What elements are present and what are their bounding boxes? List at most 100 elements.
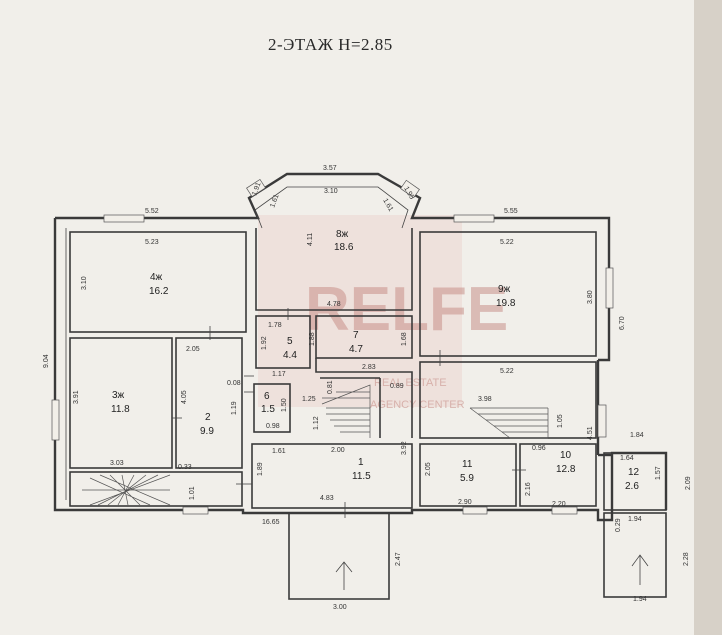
dim-label: 1.84 xyxy=(630,432,644,439)
dim-label: 1.78 xyxy=(268,322,282,329)
room-number: 10 xyxy=(560,450,572,461)
dim-label: 2.00 xyxy=(331,447,345,454)
stairs xyxy=(82,384,549,506)
room-labels: 4ж 16.2 8ж 18.6 9ж 19.8 5 4.4 7 4.7 3ж 1… xyxy=(111,229,640,492)
room-area: 5.9 xyxy=(460,473,474,484)
dimension-labels: 3.57 3.10 5.52 5.23 5.55 5.22 4.78 1.78 … xyxy=(110,165,647,611)
dim-label: 6.70 xyxy=(619,316,626,330)
paper xyxy=(0,0,705,635)
dim-label: 1.61 xyxy=(269,193,280,208)
room-number: 6 xyxy=(264,391,270,402)
dim-label: 1.64 xyxy=(620,455,634,462)
dim-label: 3.92 xyxy=(401,441,408,455)
dim-label: 0.81 xyxy=(327,380,334,394)
room-number: 11 xyxy=(462,459,473,470)
dim-label: 3.57 xyxy=(323,165,337,172)
room-area: 11.5 xyxy=(352,471,371,482)
room-number: 3ж xyxy=(112,390,125,401)
dim-label: 5.22 xyxy=(500,239,514,246)
dim-label: 1.50 xyxy=(281,398,288,412)
dim-label: 3.03 xyxy=(110,460,124,467)
dim-label: 1.57 xyxy=(655,466,662,480)
dim-label: 1.61 xyxy=(272,448,286,455)
dim-label: 5.23 xyxy=(145,239,159,246)
dim-label: 2.16 xyxy=(525,482,532,496)
dim-label: 1.12 xyxy=(313,416,320,430)
room-area: 4.4 xyxy=(283,350,297,361)
dim-label: 16.65 xyxy=(262,519,280,526)
dim-label: 4.11 xyxy=(307,233,314,246)
room-area: 1.5 xyxy=(261,404,275,415)
room-number: 5 xyxy=(287,336,293,347)
room-area: 16.2 xyxy=(149,286,169,297)
dim-label: 2.05 xyxy=(186,346,200,353)
room-number: 8ж xyxy=(336,229,349,240)
dim-label: 3.80 xyxy=(587,290,594,304)
porch xyxy=(288,512,390,600)
dim-label: 3.98 xyxy=(478,396,492,403)
dim-label: 5.52 xyxy=(145,208,159,215)
room-number: 7 xyxy=(353,330,359,341)
watermark: RELFE REAL ESTATE AGENCY CENTER xyxy=(258,215,508,411)
room-area: 12.8 xyxy=(556,464,576,475)
watermark-sub1: REAL ESTATE xyxy=(374,377,447,389)
dim-label: 0.96 xyxy=(532,445,546,452)
dim-label: 1.05 xyxy=(557,414,564,428)
dim-label: 1.94 xyxy=(633,596,647,603)
interior-walls xyxy=(69,228,667,511)
dim-label: 2.05 xyxy=(425,462,432,476)
room-number: 4ж xyxy=(150,272,163,283)
dim-label: 4.51 xyxy=(587,426,594,440)
room-area: 2.6 xyxy=(625,481,639,492)
dim-label: 0.98 xyxy=(266,423,280,430)
dim-label: 3.10 xyxy=(324,188,338,195)
dim-label: 2.20 xyxy=(552,501,566,508)
room-area: 11.8 xyxy=(111,404,130,415)
dim-label: 1.25 xyxy=(302,396,316,403)
annex xyxy=(603,512,667,598)
dim-label: 3.91 xyxy=(73,390,80,404)
room-area: 18.6 xyxy=(334,242,354,253)
dim-label: 2.09 xyxy=(685,476,692,490)
dim-label: 1.94 xyxy=(628,516,642,523)
room-number: 9ж xyxy=(498,284,511,295)
dim-label: 3.10 xyxy=(81,276,88,290)
dim-label: 1.01 xyxy=(189,486,196,500)
dim-label: 4.05 xyxy=(181,390,188,404)
dim-label: 1.88 xyxy=(309,332,316,346)
room-area: 9.9 xyxy=(200,426,214,437)
dim-label: 9.04 xyxy=(43,354,50,368)
dim-label: 1.92 xyxy=(261,336,268,350)
room-number: 2 xyxy=(205,412,211,423)
dim-label: 0.33 xyxy=(178,464,192,471)
room-number: 1 xyxy=(358,457,364,468)
dim-label: 5.22 xyxy=(500,368,514,375)
dim-label: 4.78 xyxy=(327,301,341,308)
windows xyxy=(51,178,614,515)
dim-label: 0.29 xyxy=(615,518,622,532)
dim-label: 5.55 xyxy=(504,208,518,215)
dim-label: 0.08 xyxy=(227,380,241,387)
dim-label: 2.83 xyxy=(362,364,376,371)
dim-label: 1.19 xyxy=(231,401,238,415)
dim-label: 0.89 xyxy=(390,383,404,390)
room-area: 19.8 xyxy=(496,298,516,309)
dim-label: 2.47 xyxy=(395,552,402,566)
room-number: 12 xyxy=(628,467,640,478)
annex-arrow-icon xyxy=(631,554,649,585)
dim-label: 2.90 xyxy=(458,499,472,506)
paper-shadow xyxy=(694,0,722,635)
dim-label: 3.00 xyxy=(333,604,347,611)
dim-label: 1.91 xyxy=(251,181,262,196)
dim-label: 4.83 xyxy=(320,495,334,502)
room-area: 4.7 xyxy=(349,344,363,355)
page-title: 2-ЭТАЖ H=2.85 xyxy=(268,35,393,54)
dim-label: 1.68 xyxy=(401,332,408,346)
dim-label: 1.89 xyxy=(257,462,264,476)
dim-label: 2.28 xyxy=(683,552,690,566)
door-marks xyxy=(172,308,526,518)
watermark-sub2: AGENCY CENTER xyxy=(370,399,465,411)
dim-label: 1.17 xyxy=(272,371,286,378)
porch-arrow-icon xyxy=(335,561,353,590)
